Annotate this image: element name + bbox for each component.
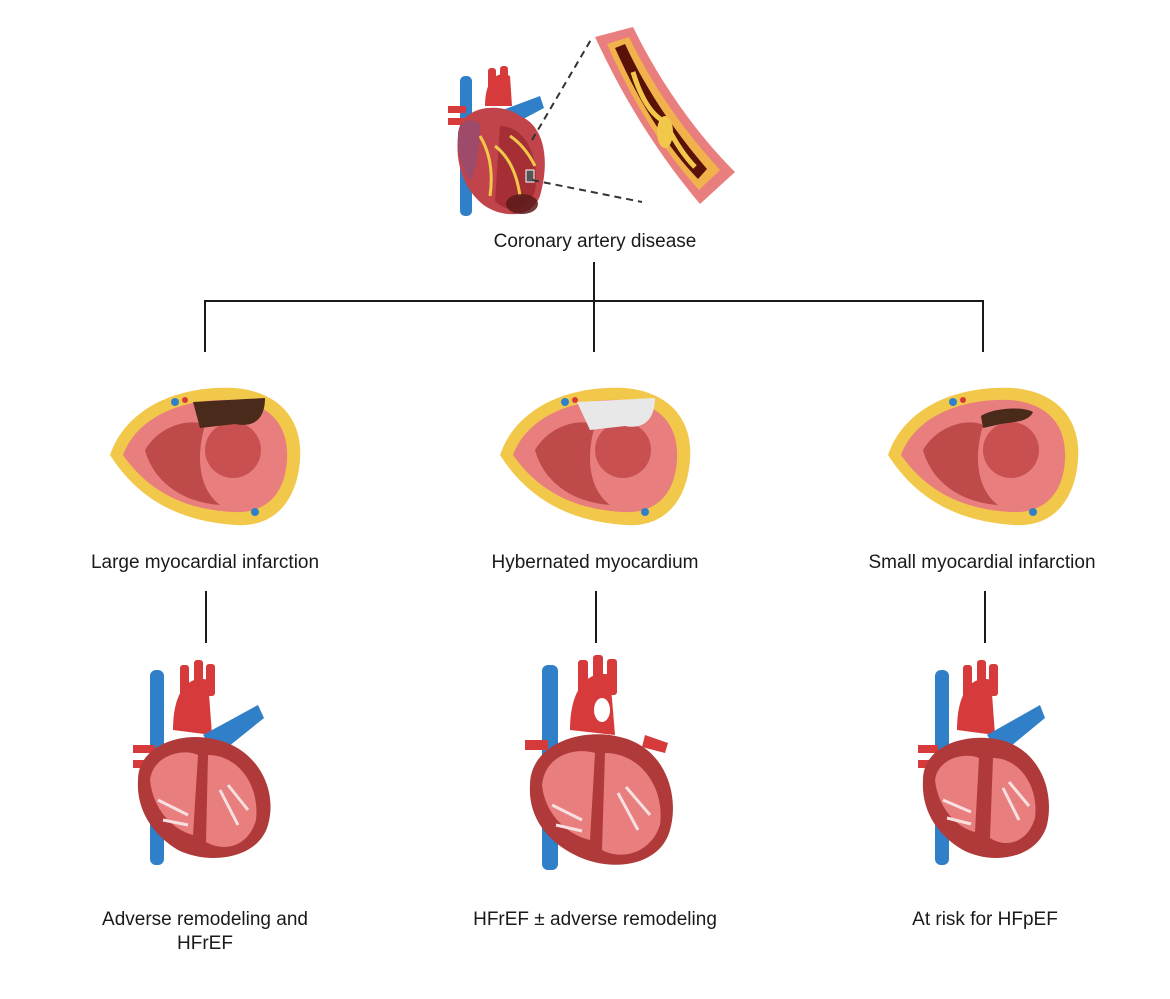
heart-section-hfref [525,655,673,870]
heart-section-hfpef [918,660,1050,865]
connector-center [595,591,597,643]
trunk-line [593,262,595,352]
cross-section-small-infarct [888,387,1079,526]
outcome-label-hfref: HFrEF ± adverse remodeling [473,909,717,930]
cross-section-hibernated [500,387,691,526]
branch-line-right [982,300,984,352]
zoom-lines [531,37,643,203]
outcome-label-adverse-remodeling: Adverse remodeling and HFrEF [102,909,308,954]
connector-right [984,591,986,643]
horizontal-branch-line [204,300,984,302]
cross-section-large-infarct [110,387,301,526]
section-label-small-infarct: Small myocardial infarction [868,552,1096,573]
section-label-hibernated: Hybernated myocardium [491,552,699,573]
heart-section-adverse-remodeling [133,660,271,865]
connector-left [205,591,207,643]
branch-line-left [204,300,206,352]
artery-plaque-illustration [595,27,735,204]
cad-heart-illustration [448,66,545,216]
outcome-label-hfpef: At risk for HFpEF [912,909,1058,930]
cad-label: Coronary artery disease [493,231,697,252]
section-label-large-infarct: Large myocardial infarction [90,552,320,573]
